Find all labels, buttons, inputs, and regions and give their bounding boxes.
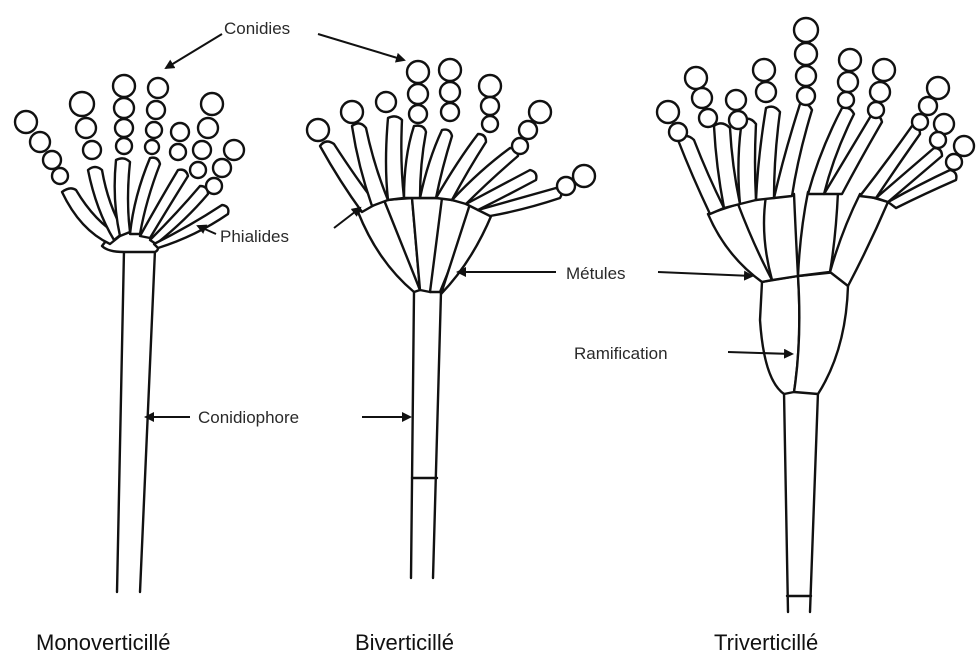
label-conidiophore: Conidiophore (198, 408, 299, 427)
tri-stipe (784, 392, 818, 612)
biverticillate-structure (307, 59, 595, 578)
arrow-metules-right (658, 272, 752, 276)
label-conidies: Conidies (224, 19, 290, 38)
caption-monoverticille: Monoverticillé (36, 630, 171, 655)
triverticillate-structure (657, 18, 974, 612)
arrow-phialides-right (334, 208, 360, 228)
bi-metulae (358, 198, 492, 294)
label-metules: Métules (566, 264, 626, 283)
tri-rami (760, 272, 848, 394)
arrow-conidies-right (318, 34, 404, 60)
arrow-conidies-left (166, 34, 222, 68)
label-ramification: Ramification (574, 344, 668, 363)
caption-biverticille: Biverticillé (355, 630, 454, 655)
bi-stipe (411, 292, 441, 578)
tri-conidia (657, 18, 974, 170)
caption-triverticille: Triverticillé (714, 630, 818, 655)
monoverticillate-structure (15, 75, 244, 592)
label-phialides: Phialides (220, 227, 289, 246)
mono-stipe (117, 250, 155, 592)
